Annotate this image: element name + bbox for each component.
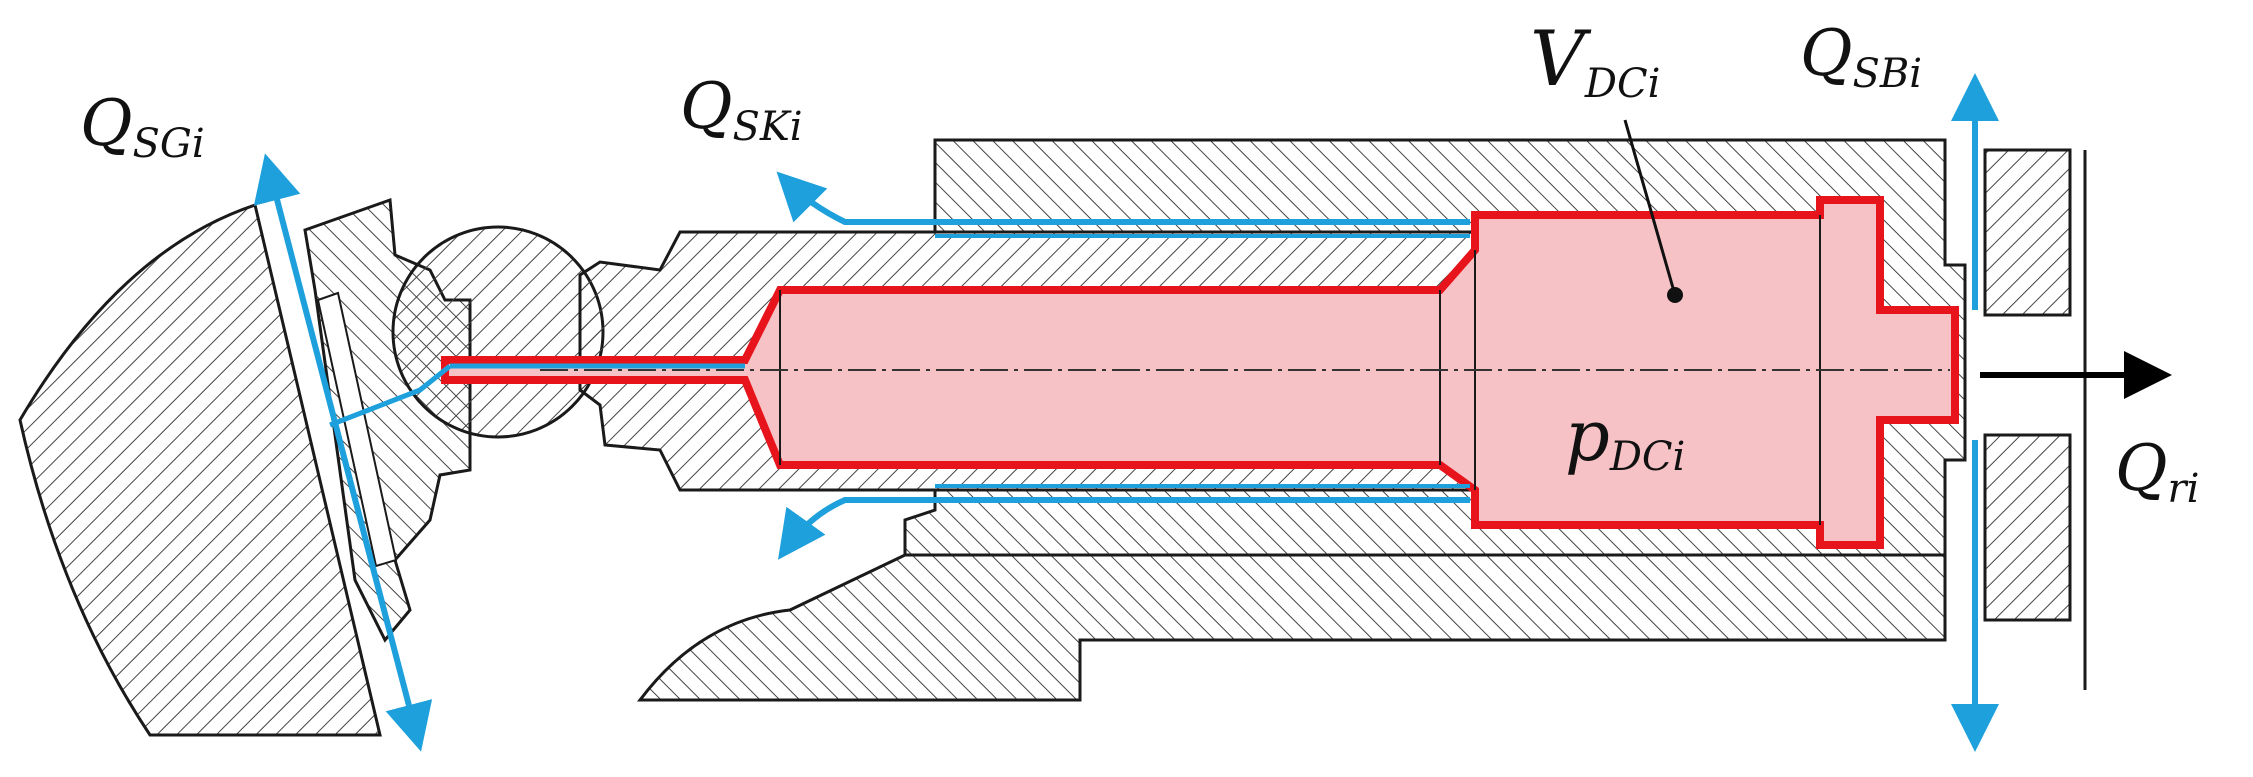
- leakage-arrow-sk-lower: [778, 497, 935, 560]
- slipper-face: [316, 291, 398, 568]
- label-q-ski: QSKi: [680, 70, 803, 150]
- label-p-dci: pDCi: [1565, 395, 1685, 480]
- displacement-chamber: [441, 196, 1959, 549]
- label-v-dci: VDCi: [1530, 14, 1660, 107]
- label-q-sgi: QSGi: [80, 87, 205, 167]
- leakage-channel-slipper: [329, 364, 452, 428]
- volume-pointer-dot: [1667, 287, 1683, 303]
- volume-pointer-line: [1623, 119, 1677, 296]
- cylinder-block-lower: [636, 553, 1947, 702]
- valve-plate-upper: [1983, 148, 2072, 317]
- leakage-arrow-sg: [253, 153, 353, 481]
- leakage-arrow-sk-upper: [776, 171, 935, 225]
- ball-joint: [391, 225, 605, 439]
- label-q-sbi: QSBi: [1800, 17, 1922, 97]
- leakage-arrow-sg-down: [347, 479, 433, 752]
- swash-plate-body: [18, 203, 382, 737]
- label-q-ri: Qri: [2115, 432, 2199, 512]
- valve-plate-lower: [1983, 433, 2072, 622]
